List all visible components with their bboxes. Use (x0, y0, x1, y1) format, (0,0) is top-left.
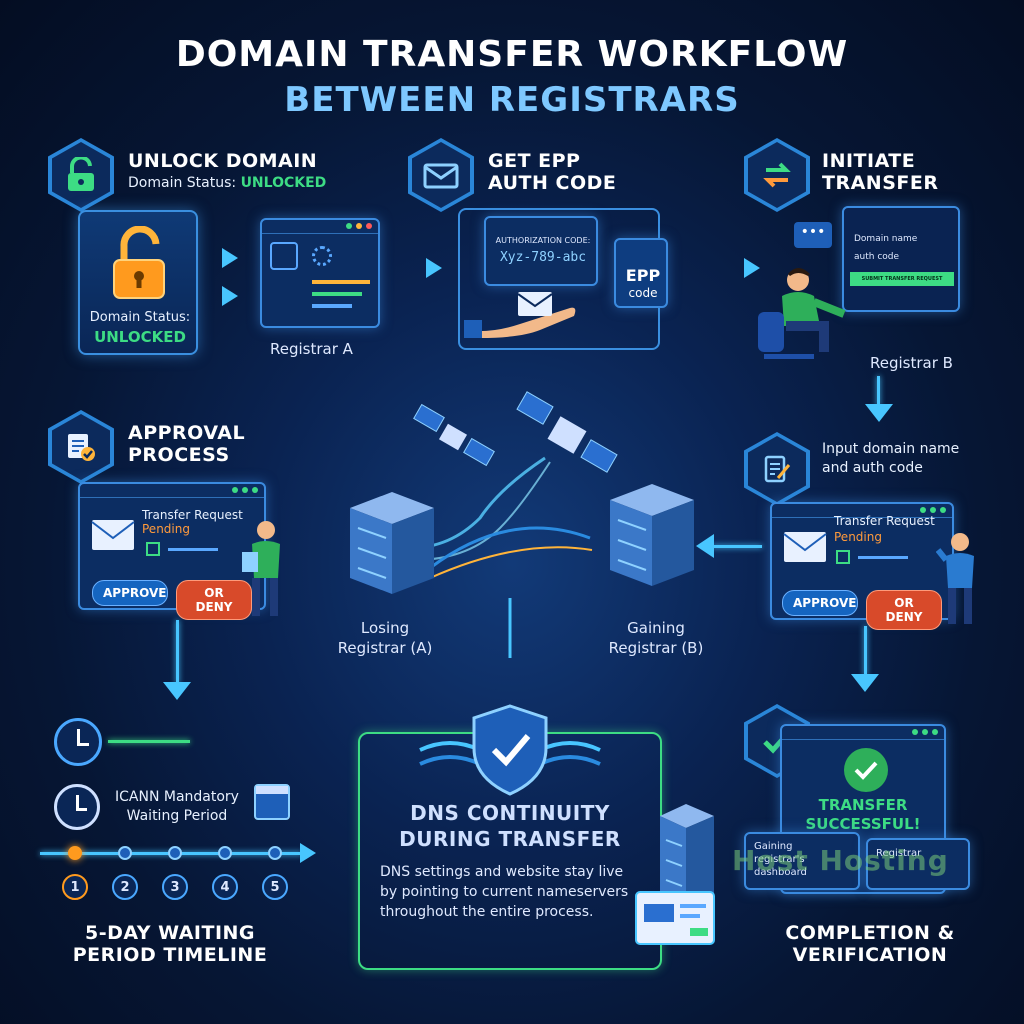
user-icon (270, 242, 298, 270)
envelope-icon (91, 520, 135, 550)
losing-server-icon (350, 492, 434, 594)
web-server-icon (635, 804, 715, 945)
clock-icon (54, 718, 102, 766)
watermark: Host Hosting (732, 844, 949, 877)
network-illustration (350, 391, 694, 658)
transfer-request-status: Pending (834, 530, 882, 544)
approve-button[interactable]: APPROVE (92, 580, 168, 606)
dns-body: DNS settings and website stay live by po… (380, 864, 629, 920)
arrow-right-3 (744, 258, 760, 278)
unlock-heading: UNLOCK DOMAIN (128, 150, 318, 172)
arrow-down-registrar-b (865, 404, 893, 422)
timeline-arrow (300, 843, 316, 863)
completion-footer: COMPLETION &VERIFICATION (785, 922, 955, 966)
transfer-request-title: Transfer Request (834, 514, 935, 528)
swap-arrows-icon (763, 162, 791, 188)
auth-code-value: Xyz-789-abc (499, 250, 587, 265)
gaining-server-icon (610, 484, 694, 586)
unlock-panel: Domain Status: UNLOCKED (78, 210, 198, 355)
arrow-down-approval (163, 682, 191, 700)
approval-window: Transfer Request Pending APPROVE OR DENY (78, 482, 266, 620)
day-1-node: 1 (62, 874, 88, 900)
epp-code-document: EPP code (614, 238, 668, 308)
arrow-right-1b (222, 286, 238, 306)
unlock-panel-value: UNLOCKED (94, 328, 186, 346)
arrow-right-1a (222, 248, 238, 268)
gear-icon (312, 246, 332, 266)
deny-button-right[interactable]: OR DENY (866, 590, 942, 630)
registrar-b-monitor: Domain name auth code SUBMIT TRANSFER RE… (842, 206, 960, 312)
arrow-left-to-gaining (696, 534, 714, 558)
shield-check-icon (419, 704, 601, 796)
day-3-node: 3 (162, 874, 188, 900)
title-line-1: DOMAIN TRANSFER WORKFLOW (175, 34, 849, 75)
unlock-step-hex (48, 138, 114, 212)
registrar-b-label: Registrar B (870, 354, 953, 372)
input-step-hex (744, 432, 810, 506)
edit-document-icon (764, 455, 791, 483)
open-padlock-icon (113, 226, 165, 299)
approve-button-right[interactable]: APPROVE (782, 590, 858, 616)
unlocked-padlock-icon (68, 157, 94, 191)
chat-bubble-icon: ••• (794, 222, 832, 248)
day-2-node: 2 (112, 874, 138, 900)
title-line-2: BETWEEN REGISTRARS (284, 80, 740, 120)
transfer-request-window: Transfer Request Pending APPROVE OR DENY (770, 502, 954, 630)
success-check-icon (844, 748, 888, 792)
hand-with-envelope-icon (464, 292, 576, 338)
day-4-node: 4 (212, 874, 238, 900)
submit-transfer-button: SUBMIT TRANSFER REQUEST (850, 272, 954, 286)
satellite-icon (413, 403, 495, 467)
epp-step-hex (408, 138, 474, 212)
registrar-a-window (260, 218, 380, 328)
envelope-icon (783, 532, 827, 562)
approval-request-title: Transfer Request (142, 508, 243, 522)
day-5-node: 5 (262, 874, 288, 900)
unlock-status-line: Domain Status: UNLOCKED (128, 175, 327, 191)
unlock-panel-label: Domain Status: (89, 310, 191, 325)
arrow-down-completion (851, 674, 879, 692)
registrar-card: Registrar (866, 838, 970, 890)
arrow-right-2 (426, 258, 442, 278)
initiate-step-hex (744, 138, 810, 212)
approval-request-status: Pending (142, 522, 190, 536)
approval-step-hex (48, 410, 114, 484)
person-checking-icon (936, 533, 974, 624)
envelope-icon (423, 163, 459, 189)
checkbox-checked[interactable] (836, 550, 850, 564)
calendar-icon (254, 784, 290, 820)
satellite-icon (516, 391, 618, 473)
person-at-desk-icon (758, 268, 846, 359)
stopwatch-icon (54, 784, 100, 830)
auth-code-label: AUTHORIZATION CODE: (495, 236, 591, 245)
registrar-a-label: Registrar A (270, 340, 353, 358)
deny-button[interactable]: OR DENY (176, 580, 252, 620)
checklist-icon (68, 434, 95, 461)
auth-code-window: AUTHORIZATION CODE: Xyz-789-abc (484, 216, 598, 286)
checkbox-checked[interactable] (146, 542, 160, 556)
person-with-tablet-icon (242, 521, 280, 616)
